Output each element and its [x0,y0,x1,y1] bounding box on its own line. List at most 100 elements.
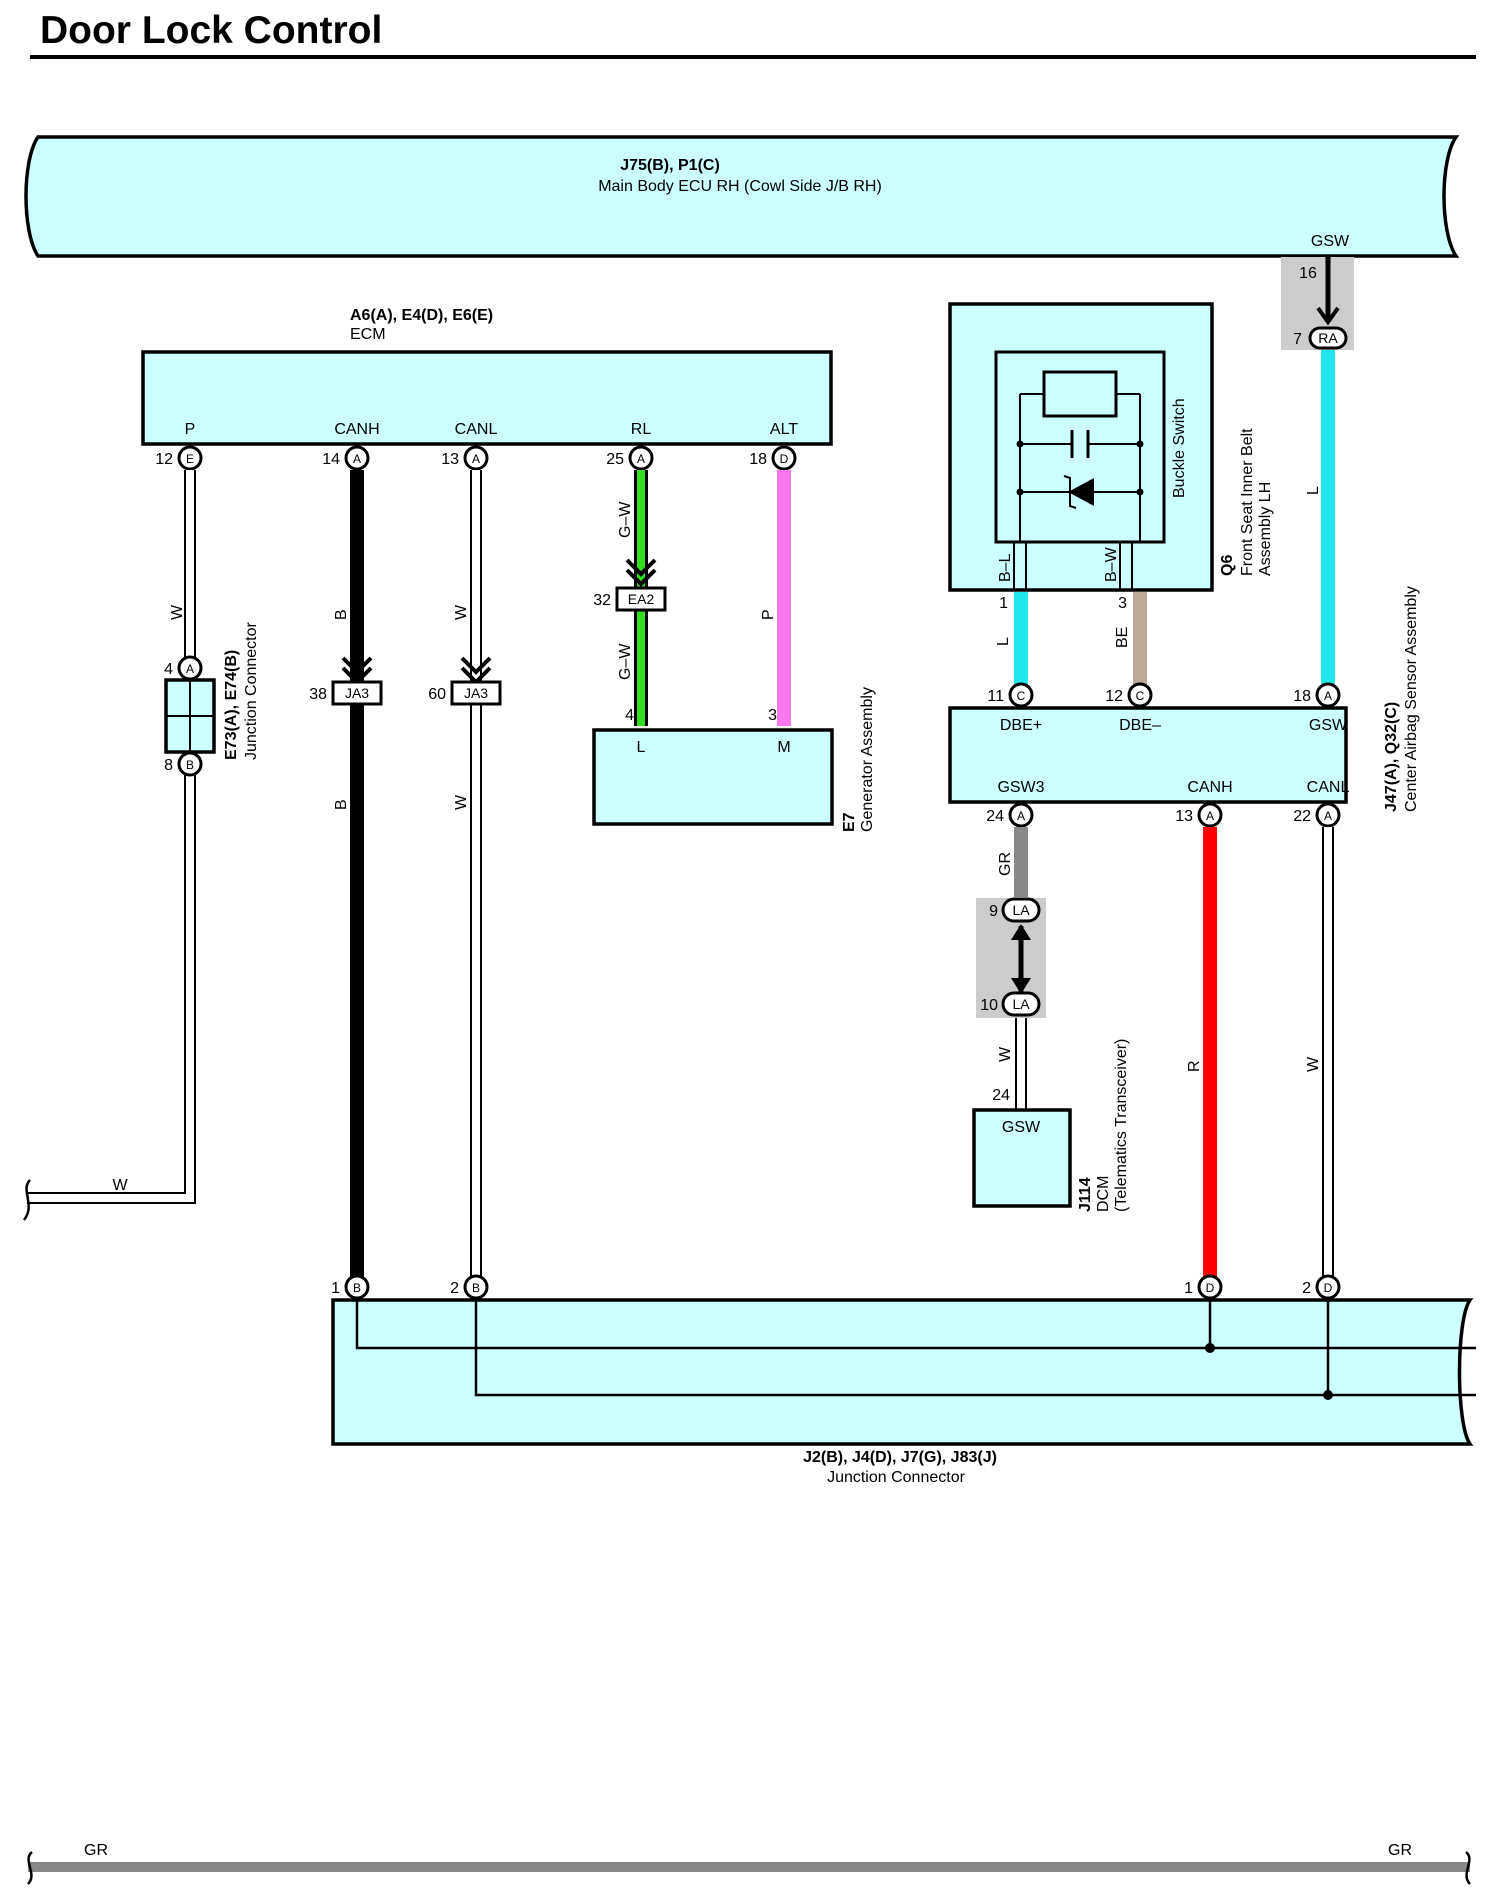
junction-j2-code: J2(B), J4(D), J7(G), J83(J) [803,1449,997,1466]
center-airbag-sensor: DBE+ DBE– GSW GSW3 CANH CANL J47(A), Q32… [948,586,1420,812]
svg-text:R: R [1186,1060,1203,1072]
svg-text:B–W: B–W [1103,546,1120,582]
svg-text:24: 24 [986,808,1004,825]
main-body-ecu-name: Main Body ECU RH (Cowl Side J/B RH) [598,178,882,195]
svg-text:C: C [1136,689,1145,703]
main-body-ecu: J75(B), P1(C) Main Body ECU RH (Cowl Sid… [24,135,1460,258]
ecm-pin-alt-label: ALT [770,421,798,438]
wire-p-alt: P [760,470,791,726]
svg-text:12: 12 [155,451,173,468]
svg-text:GSW: GSW [1002,1119,1041,1136]
svg-text:W: W [453,604,470,620]
ecm: A6(A), E4(D), E6(E) ECM P CANH CANL RL A… [141,307,833,446]
svg-text:L: L [995,637,1012,646]
svg-text:C: C [1017,689,1026,703]
svg-text:B: B [353,1281,361,1295]
ra-connector [1308,326,1348,350]
dcm-name2: (Telematics Transceiver) [1113,1039,1130,1212]
svg-text:EA2: EA2 [628,591,655,607]
ecm-pin-p-label: P [185,421,196,438]
wire-b-canh: B B [333,470,373,1282]
dcm: GSW J114 DCM (Telematics Transceiver) [972,1039,1130,1212]
svg-text:CANL: CANL [1307,779,1350,796]
ecm-pin-canh-label: CANH [334,421,379,438]
ecm-pins: E 12 A 14 A 13 A 25 D 18 [155,445,797,471]
junction-e73: A 4 B 8 E73(A), E74(B) Junction Connecto… [164,621,260,777]
dcm-name1: DCM [1095,1176,1112,1212]
svg-text:D: D [780,452,789,466]
svg-text:D: D [1206,1281,1215,1295]
svg-text:11: 11 [987,688,1004,705]
svg-text:A: A [637,452,645,466]
wire-gr-gsw3 [1014,827,1028,897]
svg-text:G–W: G–W [617,643,634,680]
ecm-name: ECM [350,326,386,343]
ra-connector-label: RA [1318,330,1338,346]
svg-text:B: B [333,799,350,810]
wire-w-p: W W [22,470,196,1221]
svg-text:13: 13 [1175,808,1193,825]
svg-text:24: 24 [992,1087,1010,1104]
generator: L M 4 3 E7 Generator Assembly [592,687,876,832]
svg-text:3: 3 [1118,595,1127,612]
junction-j2: J2(B), J4(D), J7(G), J83(J) Junction Con… [331,1294,1476,1486]
svg-text:9: 9 [989,903,998,920]
svg-text:4: 4 [164,661,173,678]
svg-text:GSW: GSW [1309,717,1348,734]
wire-w-left-label: W [112,1177,128,1194]
svg-text:2: 2 [1302,1280,1311,1297]
ea2-connector [615,586,667,612]
svg-text:13: 13 [441,451,459,468]
svg-text:GR: GR [84,1842,108,1859]
wire-l-dbe-plus [1014,592,1028,688]
svg-text:A: A [1324,689,1332,703]
svg-text:25: 25 [606,451,624,468]
wire-w-canl: W W [453,470,492,1282]
svg-text:18: 18 [1293,688,1311,705]
la-connector-top [1001,897,1041,923]
main-body-ecu-pin-num: 16 [1299,265,1317,282]
svg-text:1: 1 [1184,1280,1193,1297]
buckle-switch-assembly: Buckle Switch B–L B–W Q6 Front Seat Inne… [948,302,1274,592]
wire-l-gsw [1321,350,1335,690]
svg-text:A: A [186,662,194,676]
svg-text:W: W [1305,1056,1322,1072]
svg-text:GR: GR [997,852,1014,876]
svg-text:DBE–: DBE– [1119,717,1161,734]
svg-text:B: B [333,609,350,620]
svg-text:DBE+: DBE+ [1000,717,1042,734]
ra-arrow-icon [1316,306,1340,326]
generator-name: Generator Assembly [859,687,876,832]
svg-text:LA: LA [1012,902,1030,918]
buckle-code: Q6 [1219,555,1236,576]
svg-text:M: M [777,739,790,756]
airbag-name: Center Airbag Sensor Assembly [1403,586,1420,812]
la-connector-bottom [1001,991,1041,1017]
svg-text:10: 10 [980,997,998,1014]
junction-j2-name: Junction Connector [827,1469,966,1486]
svg-text:L: L [637,739,646,756]
svg-text:CANH: CANH [1187,779,1232,796]
junction-e73-code: E73(A), E74(B) [223,650,240,760]
svg-text:3: 3 [768,707,777,724]
wire-be-dbe-minus [1133,592,1147,688]
svg-text:E: E [186,452,194,466]
ecm-pin-rl-label: RL [631,421,652,438]
diode-icon [1068,478,1094,506]
svg-text:14: 14 [322,451,340,468]
buckle-name1: Front Seat Inner Belt [1239,428,1256,576]
svg-text:A: A [1206,809,1214,823]
wire-gr-bottom: GR GR [26,1842,1472,1885]
svg-text:B–L: B–L [997,553,1014,582]
la-arrow-down-icon [1011,978,1031,994]
svg-text:W: W [453,794,470,810]
svg-text:P: P [760,609,777,620]
svg-text:JA3: JA3 [345,685,369,701]
svg-text:2: 2 [450,1280,459,1297]
buckle-switch-label: Buckle Switch [1171,398,1188,498]
svg-text:18: 18 [749,451,767,468]
junction-j2-pins: B 1 B 2 D 1 D 2 [331,1274,1341,1300]
svg-text:A: A [472,452,480,466]
ra-pin-num: 7 [1293,331,1302,348]
